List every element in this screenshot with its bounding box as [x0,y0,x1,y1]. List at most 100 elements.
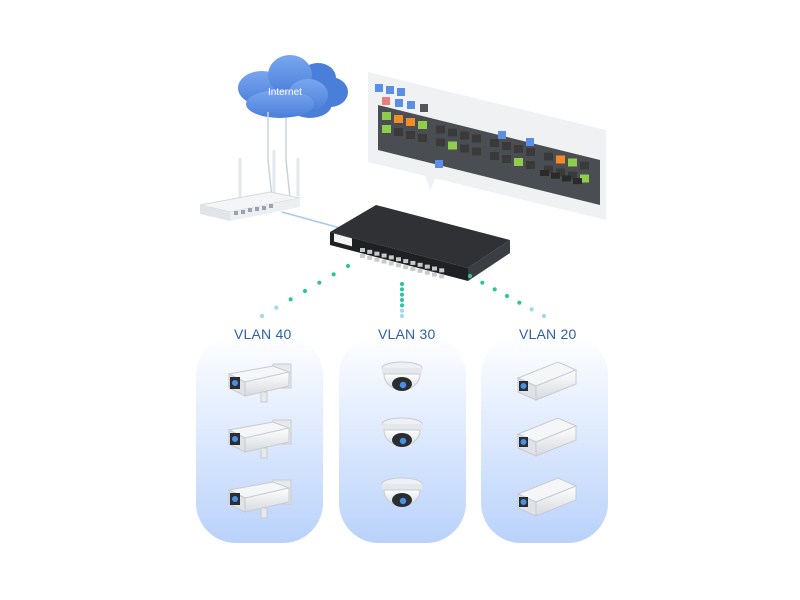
switch-port [388,261,394,266]
callout-sfp-port [562,175,571,182]
box-camera-icon [227,363,292,403]
dome-camera-icon [381,477,423,507]
vlan-30-label: VLAN 30 [378,326,436,342]
link-dot [399,313,405,319]
callout-port [394,128,403,136]
switch-port [410,260,416,265]
cloud-label: Internet [268,87,302,98]
callout-port [556,168,565,177]
callout-port [448,141,457,150]
link-dot [317,280,322,285]
callout-port [544,165,553,174]
link-dot [492,287,497,292]
link-dot [399,281,405,287]
callout-sfp-port [540,170,549,176]
callout-port [556,155,565,164]
switch-port [432,272,437,277]
link-dot [541,313,547,319]
link-dot [399,287,405,292]
link-dot [288,297,293,302]
bullet-camera-icon [516,417,578,457]
switch-port [439,274,445,279]
switch-port [396,263,401,268]
switch-port [388,255,394,260]
callout-port [436,138,445,147]
switch-port [374,257,380,262]
callout-port [382,125,391,133]
dome-camera-icon [381,417,423,447]
link-dot [259,313,265,319]
switch-port [439,268,445,273]
switch-port [367,249,373,254]
link-dot [529,307,534,312]
link-dot [399,303,405,308]
port-vlan-tags [375,84,534,168]
link-dot [302,288,308,294]
link-dot [504,293,510,299]
callout-port [394,115,403,123]
switch-port [374,251,380,256]
vlan-40-label: VLAN 40 [234,326,292,342]
switch-port [424,264,430,269]
callout-port [526,161,535,169]
box-camera-icon [227,419,292,459]
router-icon [199,150,301,221]
callout-port [580,161,589,170]
callout-port [490,152,499,160]
switch-port [381,259,387,264]
callout-port [418,121,427,129]
callout-port [472,147,481,156]
switch-port [360,248,365,252]
callout-port [526,148,535,156]
link-dot [399,308,405,313]
switch-port [410,266,416,271]
bullet-camera-icon [516,477,578,517]
callout-port [544,152,553,161]
callout-port [514,145,523,153]
switch-port [432,266,437,271]
switch-port-panel-callout [368,72,606,220]
link-dot [274,305,279,310]
link-dot [467,273,473,279]
callout-sfp-port [573,178,582,185]
callout-port [580,174,589,183]
callout-sfp-port [551,172,560,179]
callout-port [448,128,457,137]
switch-port [360,254,365,258]
link-dot [345,263,351,269]
bullet-camera-icon [516,361,578,401]
link-dot [517,300,522,305]
switch-port [367,255,373,260]
link-dot [480,280,485,285]
callout-port [460,144,469,153]
callout-port [502,155,511,163]
callout-port [460,131,469,140]
box-camera-icon [227,479,292,519]
switch-port [403,265,409,270]
internet-links [267,112,291,199]
callout-port [382,112,391,120]
switch-port [417,268,423,273]
switch-port [424,270,430,275]
callout-port [418,134,427,142]
link-dot [331,272,336,277]
dome-camera-icon [381,361,423,391]
callout-port [436,125,445,134]
callout-port [502,142,511,150]
switch-port [396,257,401,262]
callout-port [406,118,415,126]
callout-port [514,158,523,166]
vlan-links [259,263,547,319]
link-dot [399,292,405,297]
switch-port [403,259,409,264]
callout-port [490,139,499,147]
callout-port [568,158,577,167]
network-switch-icon [330,205,510,281]
cloud-icon: Internet [238,55,348,118]
vlan-20-label: VLAN 20 [519,326,577,342]
switch-port [381,253,387,258]
callout-port [568,171,577,180]
camera-groups [227,361,578,519]
callout-port [472,134,481,143]
